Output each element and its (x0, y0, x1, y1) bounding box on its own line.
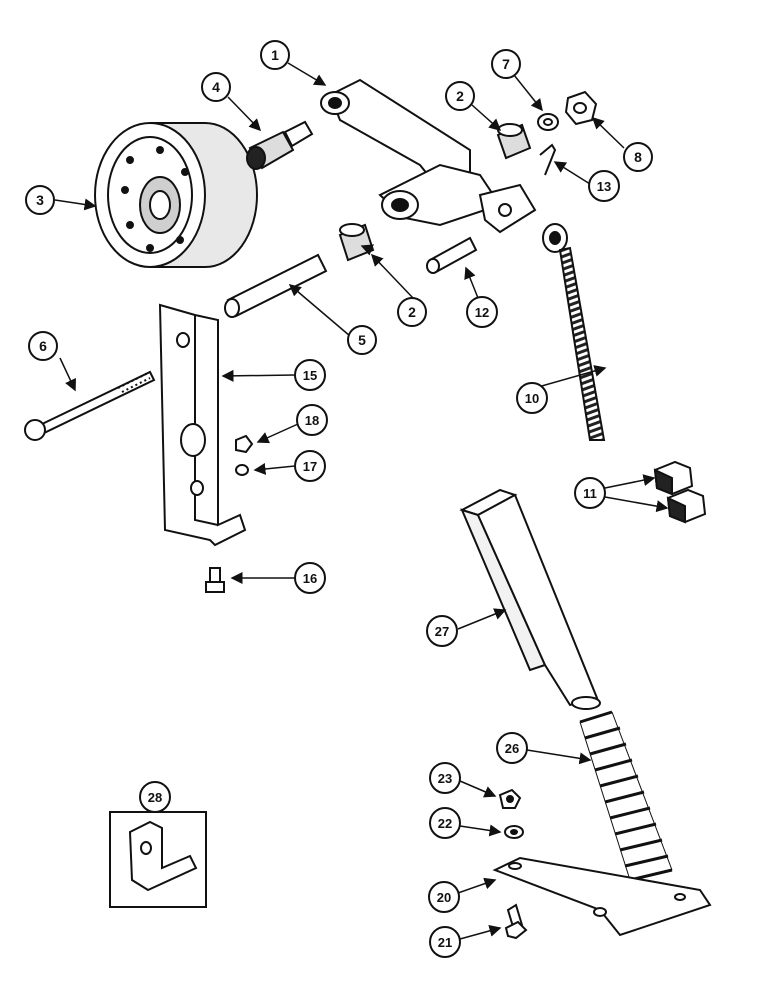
svg-text:4: 4 (212, 79, 220, 95)
callout-11: 11 (574, 477, 606, 509)
svg-text:23: 23 (438, 771, 452, 786)
callout-22: 22 (429, 807, 461, 839)
svg-text:6: 6 (39, 338, 47, 354)
lock-washer-small (235, 464, 249, 476)
callout-28: 28 (139, 781, 171, 813)
pulley (94, 122, 258, 268)
svg-text:2: 2 (456, 88, 464, 104)
clevis-pin (426, 236, 478, 274)
callout-10: 10 (516, 382, 548, 414)
svg-text:16: 16 (303, 571, 317, 586)
callout-17: 17 (294, 450, 326, 482)
callout-18: 18 (296, 404, 328, 436)
jam-nuts (653, 460, 707, 524)
spring (579, 710, 673, 882)
svg-text:27: 27 (435, 624, 449, 639)
callout-5: 5 (347, 325, 377, 355)
rod-end (542, 223, 606, 441)
svg-text:2: 2 (408, 304, 416, 320)
svg-text:28: 28 (148, 790, 162, 805)
svg-text:15: 15 (303, 368, 317, 383)
svg-text:18: 18 (305, 413, 319, 428)
cap-screw (205, 567, 225, 593)
bolt (24, 370, 156, 441)
washer-spring (504, 825, 524, 839)
svg-text:1: 1 (271, 47, 279, 63)
idler-arm (320, 78, 537, 234)
bearing-stud (246, 120, 314, 170)
cotter-pin (539, 143, 557, 176)
callout-12: 12 (466, 296, 498, 328)
callout-2-upper: 2 (445, 81, 475, 111)
callout-7: 7 (491, 49, 521, 79)
cap-screw-lower (504, 903, 528, 940)
nut-small (235, 434, 254, 454)
callout-20: 20 (428, 881, 460, 913)
svg-text:12: 12 (475, 305, 489, 320)
bracket (158, 303, 247, 547)
callout-2-lower: 2 (397, 297, 427, 327)
callout-15: 15 (294, 359, 326, 391)
callout-16: 16 (294, 562, 326, 594)
callout-27: 27 (426, 615, 458, 647)
callout-1: 1 (260, 40, 290, 70)
svg-text:21: 21 (438, 935, 452, 950)
shaft (224, 253, 328, 318)
callout-6: 6 (28, 331, 58, 361)
spring-guide (459, 488, 601, 710)
lock-washer (537, 113, 559, 131)
callout-26: 26 (496, 732, 528, 764)
nut-spring (498, 788, 522, 809)
svg-text:13: 13 (597, 179, 611, 194)
bushing-lower (338, 223, 375, 262)
callout-8: 8 (623, 142, 653, 172)
nut (564, 90, 598, 126)
spring-plate (492, 856, 712, 937)
leader-lines (54, 62, 669, 940)
callout-23: 23 (429, 762, 461, 794)
svg-text:3: 3 (36, 192, 44, 208)
callout-4: 4 (201, 72, 231, 102)
svg-text:17: 17 (303, 459, 317, 474)
svg-text:5: 5 (358, 332, 366, 348)
bushing-upper (496, 123, 532, 160)
callout-21: 21 (429, 926, 461, 958)
callout-13: 13 (588, 170, 620, 202)
callout-3: 3 (25, 185, 55, 215)
svg-text:26: 26 (505, 741, 519, 756)
svg-text:10: 10 (525, 391, 539, 406)
svg-text:11: 11 (583, 486, 597, 501)
svg-text:7: 7 (502, 56, 510, 72)
svg-text:20: 20 (437, 890, 451, 905)
svg-text:8: 8 (634, 149, 642, 165)
inset-box (109, 811, 207, 908)
svg-text:22: 22 (438, 816, 452, 831)
